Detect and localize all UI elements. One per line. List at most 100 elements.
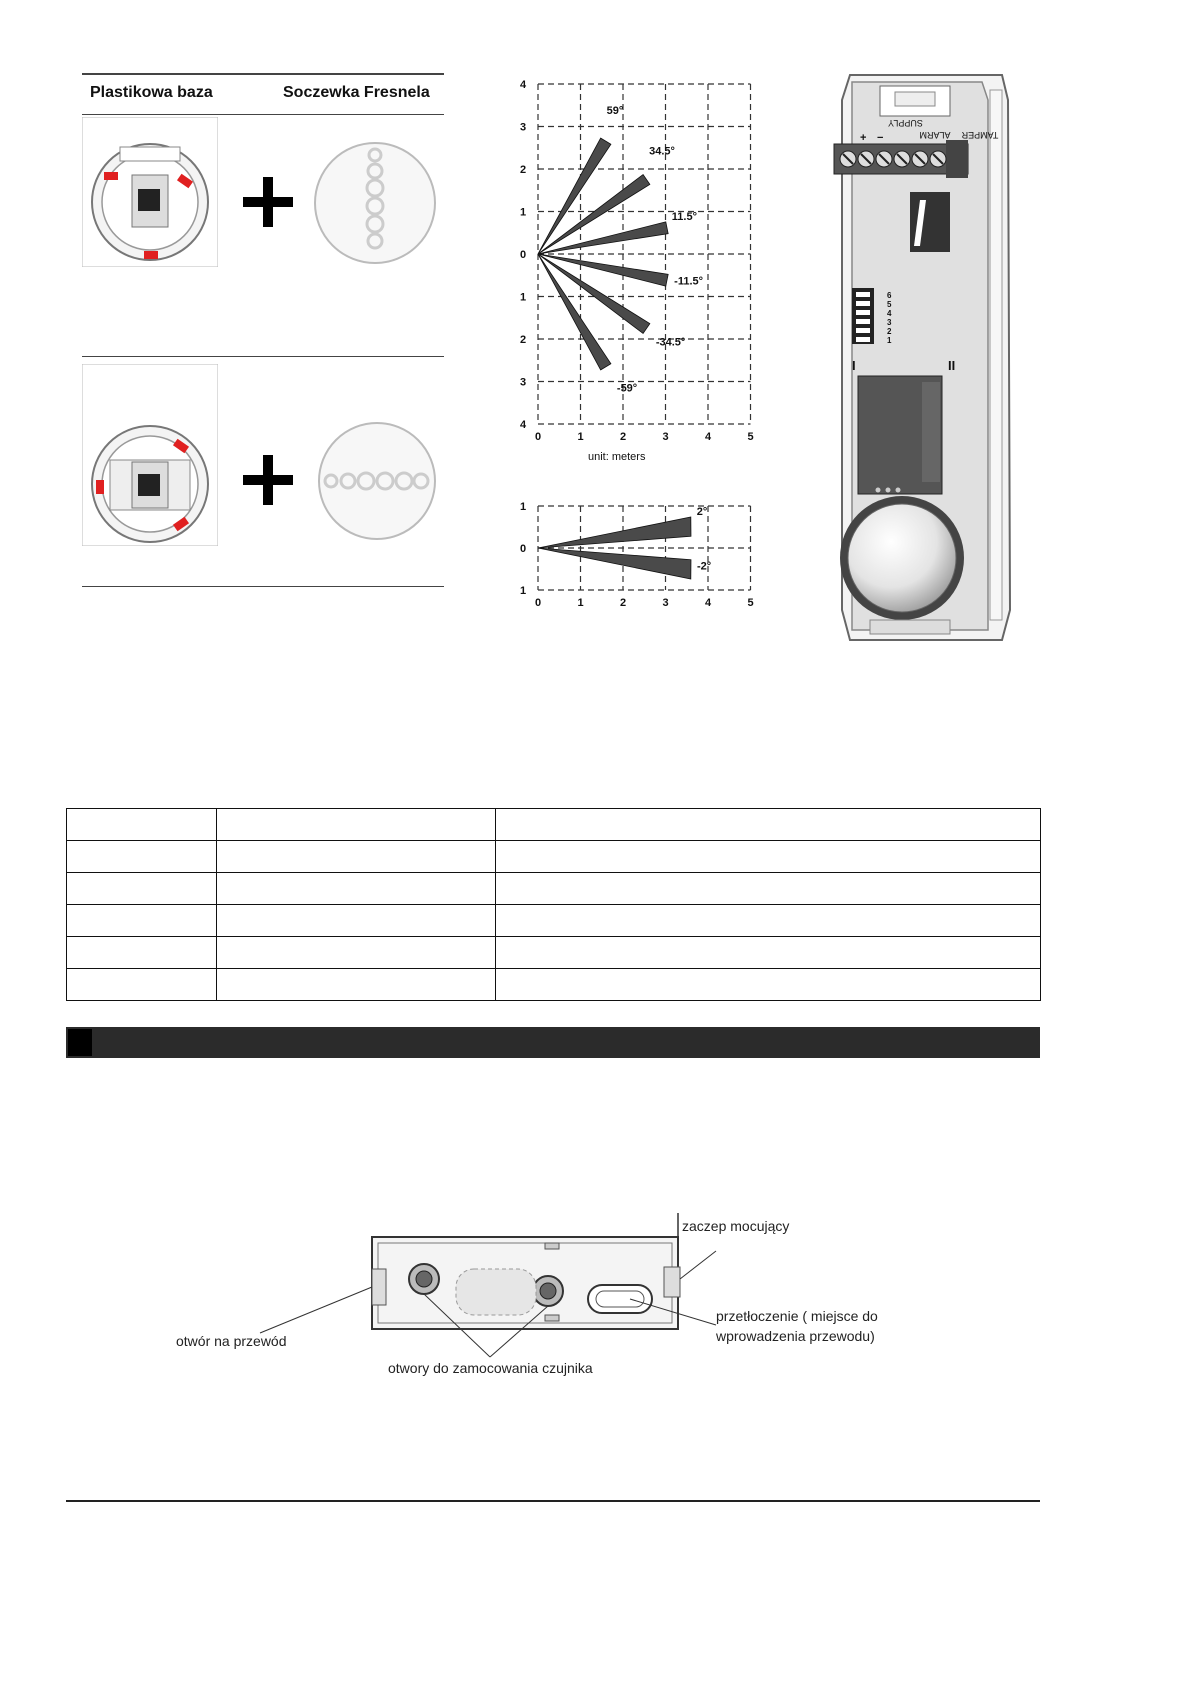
table-cell	[66, 840, 217, 873]
table-cell	[216, 840, 496, 873]
x-tick-label: 0	[535, 431, 541, 443]
label-wire-hole: otwór na przewód	[176, 1333, 287, 1349]
zone-angle-label: -34.5°	[656, 337, 685, 349]
x-tick-label: 1	[578, 597, 584, 609]
detection-zone	[537, 516, 692, 549]
table-row	[66, 968, 1041, 1001]
y-tick-label: 1	[520, 585, 526, 597]
table-cell	[216, 936, 496, 969]
detection-zone	[537, 253, 651, 335]
detection-zone	[537, 547, 692, 580]
y-tick-label: 3	[520, 377, 526, 389]
x-tick-label: 5	[748, 597, 754, 609]
x-tick-label: 5	[748, 431, 754, 443]
zone-angle-label: -11.5°	[674, 275, 703, 287]
x-tick-label: 3	[663, 431, 669, 443]
table-row	[66, 840, 1041, 873]
detection-zone	[537, 253, 612, 371]
table-cell	[66, 936, 217, 969]
svg-text:6: 6	[887, 291, 892, 300]
table-cell	[216, 904, 496, 937]
svg-text:2: 2	[887, 327, 892, 336]
table-cell	[66, 968, 217, 1001]
header-plastic-base: Plastikowa baza	[90, 84, 213, 101]
table-row	[66, 872, 1041, 905]
detection-zone	[537, 253, 669, 287]
y-tick-label: 2	[520, 334, 526, 346]
svg-text:5: 5	[887, 300, 892, 309]
table-cell	[495, 904, 1041, 937]
detector-device-illustration: SUPPLY ALARM TAMPER + − 6 5 4 3 2 1 I II	[833, 74, 1012, 641]
detection-zone	[537, 173, 651, 255]
footer-rule	[66, 1500, 1040, 1502]
y-tick-label: 1	[520, 207, 526, 219]
svg-text:+: +	[860, 132, 866, 144]
x-tick-label: 4	[705, 597, 712, 609]
detection-zone	[537, 137, 612, 255]
y-tick-label: 1	[520, 292, 526, 304]
table-row	[66, 936, 1041, 969]
y-tick-label: 4	[520, 419, 527, 431]
svg-text:3: 3	[887, 318, 892, 327]
mounting-base-diagram: zaczep mocujący otwór na przewód przetło…	[176, 1213, 878, 1376]
plus-icon	[243, 455, 293, 505]
svg-text:ALARM: ALARM	[919, 130, 950, 140]
y-tick-label: 3	[520, 122, 526, 134]
plastic-base-vertical-illustration	[82, 117, 218, 267]
zone-angle-label: 34.5°	[649, 146, 675, 158]
roman-label-ii: II	[948, 358, 955, 373]
table-cell	[495, 808, 1041, 841]
plus-icon	[243, 177, 293, 227]
table-row	[66, 904, 1041, 937]
lens-panel-middle-rule	[82, 356, 444, 357]
section-header-bar	[66, 1027, 1040, 1058]
label-mounting-clip: zaczep mocujący	[682, 1218, 789, 1234]
x-tick-label: 4	[705, 431, 712, 443]
y-tick-label: 4	[520, 79, 527, 91]
table-cell	[495, 968, 1041, 1001]
svg-text:1: 1	[887, 336, 892, 345]
x-tick-label: 1	[578, 431, 584, 443]
zone-angle-label: 59°	[607, 105, 624, 117]
svg-text:4: 4	[887, 309, 892, 318]
table-cell	[495, 840, 1041, 873]
zone-angle-label: -2°	[697, 561, 711, 573]
table-cell	[495, 936, 1041, 969]
x-axis-unit-label: unit: meters	[588, 451, 646, 463]
label-knockout-line1: przetłoczenie ( miejsce do	[716, 1308, 878, 1324]
header-fresnel-lens: Soczewka Fresnela	[283, 84, 430, 101]
spec-table	[66, 808, 1041, 1001]
x-tick-label: 0	[535, 597, 541, 609]
x-tick-label: 2	[620, 597, 626, 609]
svg-text:SUPPLY: SUPPLY	[888, 118, 923, 128]
fresnel-lens-horizontal-illustration	[318, 422, 436, 540]
terminal-labels: SUPPLY ALARM TAMPER + −	[860, 118, 998, 144]
label-knockout-line2: wprowadzenia przewodu)	[715, 1328, 875, 1344]
svg-text:−: −	[877, 132, 883, 144]
roman-label-i: I	[852, 358, 856, 373]
x-tick-label: 3	[663, 597, 669, 609]
section-marker	[68, 1029, 92, 1056]
label-screw-holes: otwory do zamocowania czujnika	[388, 1360, 593, 1376]
lens-panel-top-rule	[82, 73, 444, 75]
y-tick-label: 1	[520, 501, 526, 513]
svg-text:TAMPER: TAMPER	[961, 130, 998, 140]
zone-angle-label: 2°	[697, 506, 708, 518]
x-tick-label: 2	[620, 431, 626, 443]
zone-angle-label: -59°	[617, 383, 637, 395]
table-cell	[66, 904, 217, 937]
lens-panel-bottom-rule	[82, 586, 444, 587]
zone-angle-label: 11.5°	[672, 211, 697, 223]
detection-zone	[537, 221, 669, 255]
plastic-base-horizontal-illustration	[82, 364, 218, 546]
table-cell	[216, 808, 496, 841]
y-tick-label: 0	[520, 249, 526, 261]
table-row	[66, 808, 1041, 841]
y-tick-label: 2	[520, 164, 526, 176]
fresnel-lens-vertical-illustration	[314, 142, 436, 264]
table-cell	[216, 968, 496, 1001]
lens-panel-header-rule	[82, 114, 444, 115]
table-cell	[495, 872, 1041, 905]
